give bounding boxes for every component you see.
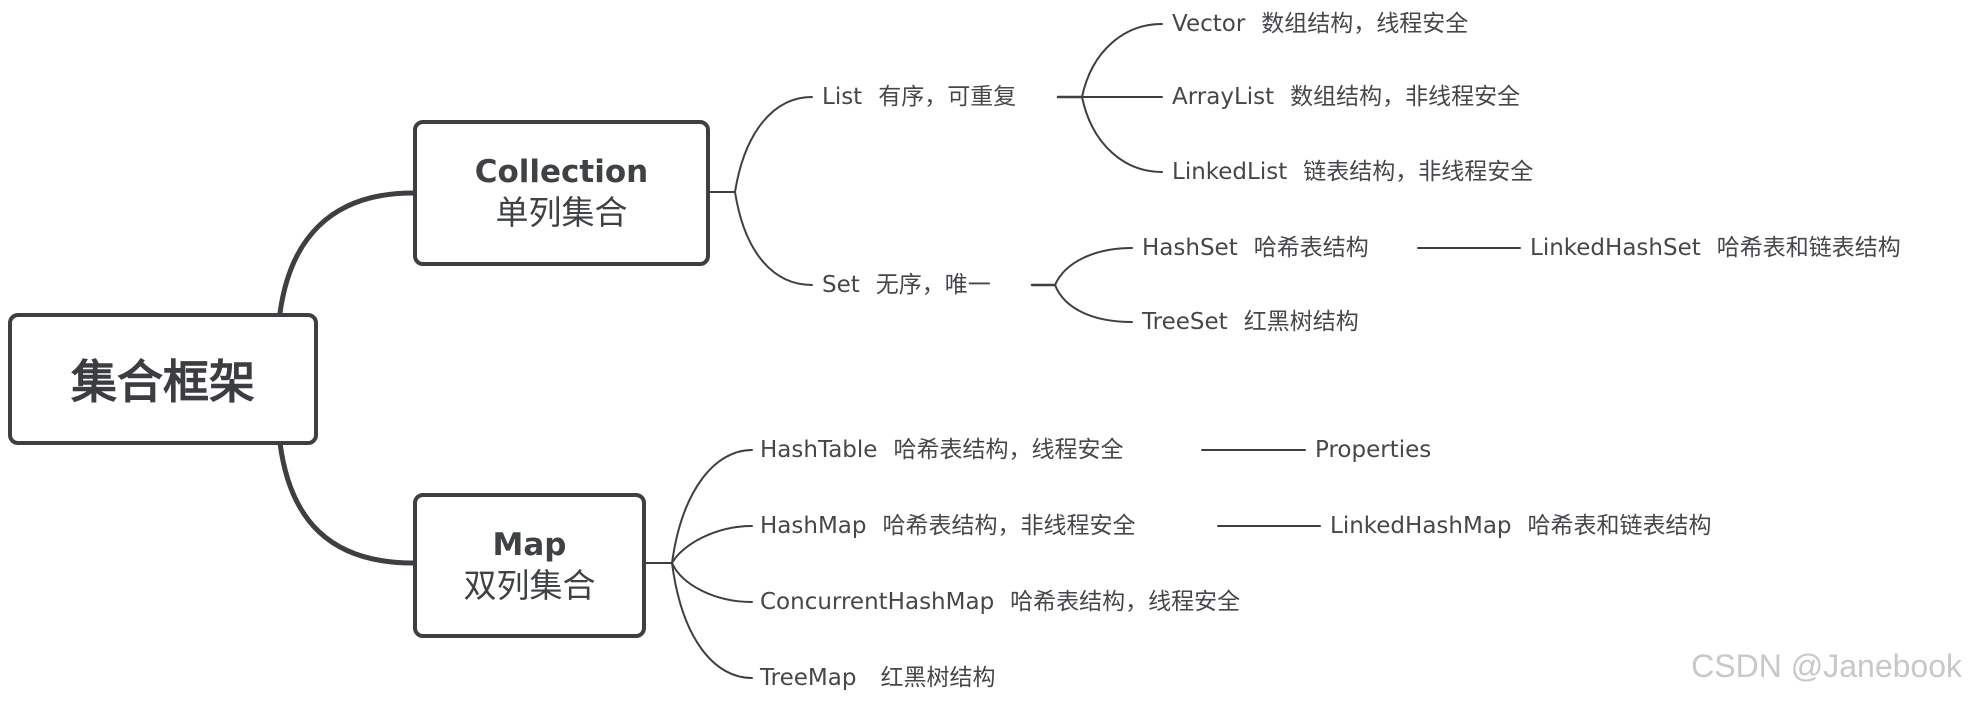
set-node[interactable]: Set 无序，唯一	[822, 270, 991, 300]
properties-name: Properties	[1315, 437, 1432, 463]
map-node[interactable]: Map 双列集合	[413, 493, 646, 638]
treemap-desc: 红黑树结构	[880, 665, 996, 691]
linkedhashmap-desc: 哈希表和链表结构	[1527, 513, 1712, 539]
linkedhashmap-node[interactable]: LinkedHashMap 哈希表和链表结构	[1330, 511, 1712, 541]
link-map-hashtable	[671, 449, 753, 564]
hashset-desc: 哈希表结构	[1253, 235, 1369, 261]
link-root-map	[277, 440, 416, 566]
link-set-treeset	[1054, 284, 1133, 323]
root-title: 集合框架	[71, 355, 255, 409]
concurrenthashmap-name: ConcurrentHashMap	[760, 589, 995, 615]
linkedhashset-desc: 哈希表和链表结构	[1716, 235, 1901, 261]
link-list-linkedlist	[1081, 96, 1163, 173]
collection-node[interactable]: Collection 单列集合	[413, 120, 710, 266]
hashtable-desc: 哈希表结构，线程安全	[893, 437, 1124, 463]
vector-node[interactable]: Vector 数组结构，线程安全	[1172, 9, 1468, 39]
root-node[interactable]: 集合框架	[8, 313, 318, 445]
properties-node[interactable]: Properties	[1315, 435, 1431, 465]
list-desc: 有序，可重复	[878, 84, 1017, 110]
hashtable-node[interactable]: HashTable 哈希表结构，线程安全	[760, 435, 1123, 465]
arraylist-desc: 数组结构，非线程安全	[1290, 84, 1521, 110]
treeset-desc: 红黑树结构	[1243, 309, 1359, 335]
hashmap-name: HashMap	[760, 513, 867, 539]
treemap-node[interactable]: TreeMap 红黑树结构	[760, 663, 995, 693]
linkedhashmap-name: LinkedHashMap	[1330, 513, 1512, 539]
collection-desc: 单列集合	[495, 193, 628, 232]
collection-title: Collection	[474, 154, 649, 190]
watermark: CSDN @Janebook	[1691, 648, 1962, 684]
link-map-treemap	[671, 562, 753, 679]
link-map-concurrent	[671, 562, 753, 603]
link-list-vector	[1081, 23, 1163, 98]
link-set-hashset	[1054, 247, 1133, 286]
hashtable-name: HashTable	[760, 437, 878, 463]
link-collection-set	[734, 191, 813, 286]
linkedhashset-node[interactable]: LinkedHashSet 哈希表和链表结构	[1530, 233, 1901, 263]
arraylist-node[interactable]: ArrayList 数组结构，非线程安全	[1172, 82, 1520, 112]
linkedlist-desc: 链表结构，非线程安全	[1303, 159, 1534, 185]
vector-desc: 数组结构，线程安全	[1261, 11, 1469, 37]
map-title: Map	[492, 526, 567, 563]
linkedhashset-name: LinkedHashSet	[1530, 235, 1701, 261]
hashmap-node[interactable]: HashMap 哈希表结构，非线程安全	[760, 511, 1136, 541]
concurrenthashmap-node[interactable]: ConcurrentHashMap 哈希表结构，线程安全	[760, 587, 1240, 617]
linkedlist-name: LinkedList	[1172, 159, 1288, 185]
set-name: Set	[822, 272, 860, 298]
map-desc: 双列集合	[463, 565, 596, 605]
list-node[interactable]: List 有序，可重复	[822, 82, 1016, 112]
treemap-name: TreeMap	[760, 665, 857, 691]
link-map-hashmap	[671, 525, 753, 564]
list-name: List	[822, 84, 863, 110]
hashset-node[interactable]: HashSet 哈希表结构	[1142, 233, 1369, 263]
treeset-name: TreeSet	[1142, 309, 1228, 335]
set-desc: 无序，唯一	[875, 272, 991, 298]
vector-name: Vector	[1172, 11, 1246, 37]
arraylist-name: ArrayList	[1172, 84, 1275, 110]
hashset-name: HashSet	[1142, 235, 1238, 261]
linkedlist-node[interactable]: LinkedList 链表结构，非线程安全	[1172, 157, 1533, 187]
hashmap-desc: 哈希表结构，非线程安全	[882, 513, 1136, 539]
treeset-node[interactable]: TreeSet 红黑树结构	[1142, 307, 1359, 337]
link-root-collection	[277, 190, 416, 316]
concurrenthashmap-desc: 哈希表结构，线程安全	[1010, 589, 1241, 615]
link-collection-list	[734, 96, 813, 193]
